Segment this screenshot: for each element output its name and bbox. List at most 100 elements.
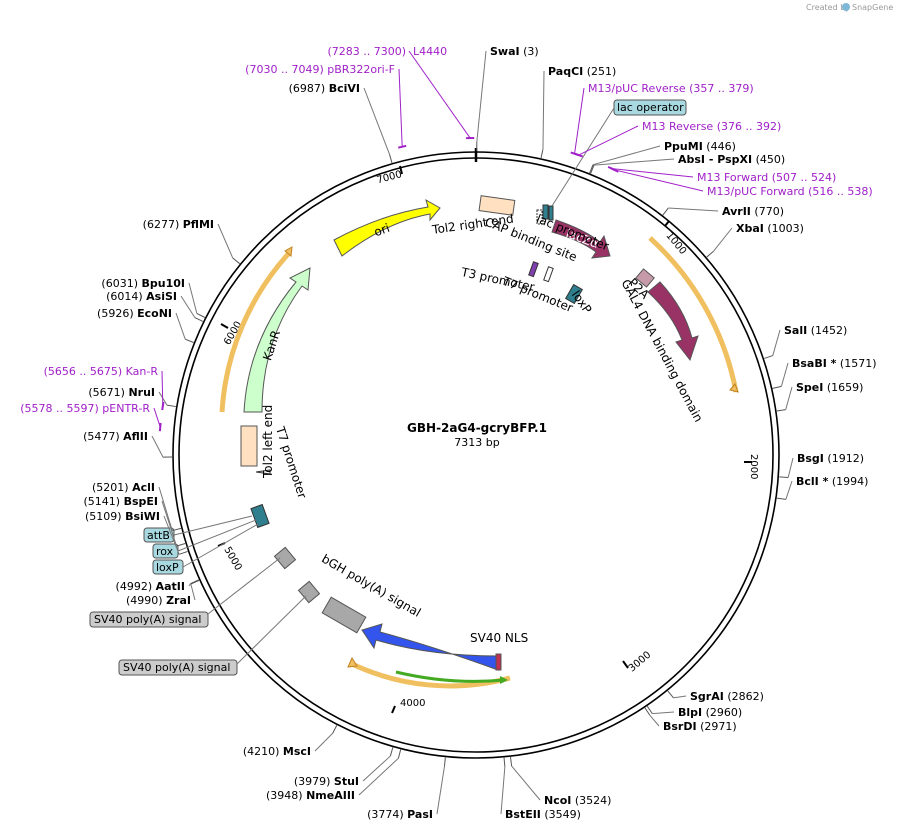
enzyme-sites: SwaI (3)PaqCI (251)PpuMI (446)AbsI - Psp… [83,45,876,821]
primer-kan-r[interactable]: (5656 .. 5675) Kan-R [44,365,165,411]
attb-box[interactable]: attB [143,515,253,543]
primer-label: M13 Forward (507 .. 524) [697,171,836,184]
bgh-polya-feature[interactable] [321,596,367,634]
sv40-polya-feature-2[interactable] [297,580,321,604]
enzyme-site-msci[interactable]: (4210) MscI [243,725,338,758]
kanr-feature[interactable] [243,267,311,413]
primer-m13-puc-reverse[interactable]: M13/pUC Reverse (357 .. 379) [570,82,754,156]
enzyme-name: BsrDI [663,720,697,733]
sv40-polya-box-1[interactable]: SV40 poly(A) signal [89,557,281,628]
enzyme-leader-line [158,486,173,531]
tol2-left-end-feature[interactable] [240,425,258,467]
enzyme-site-tick [332,725,338,734]
primer-m13-forward[interactable]: M13 Forward (507 .. 524) [607,165,836,184]
t7-promoter-top-feature[interactable] [543,266,554,283]
t3-promoter-feature[interactable] [528,261,539,278]
enzyme-site-bsiwi[interactable]: (5109) BsiWI [85,510,188,555]
sv40-nls-feature[interactable] [495,653,502,671]
enzyme-name: BsaBI * [792,357,837,370]
enzyme-site-ppumi[interactable]: PpuMI (446) [589,140,736,174]
enzyme-position: (4990) [126,594,166,607]
enzyme-site-pasi[interactable]: (3774) PasI [367,757,446,821]
svg-text:3000: 3000 [627,650,654,675]
tagbfp-green-arrowhead [500,676,508,684]
enzyme-position: (5926) [97,307,137,320]
sv40-polya-feature-1[interactable] [273,546,297,570]
enzyme-site-xbai[interactable]: XbaI (1003) [706,222,804,258]
enzyme-position: (450) [752,153,785,166]
cap-binding-site-feature[interactable] [542,204,549,220]
enzyme-site-bsgi[interactable]: BsgI (1912) [779,452,864,479]
enzyme-site-nmeaiii[interactable]: (3948) NmeAIII [266,749,402,802]
lacz-alpha-feature[interactable] [551,219,611,259]
enzyme-site-avrii[interactable]: AvrII (770) [662,205,784,218]
enzyme-site-bsabi[interactable]: BsaBI * (1571) [772,357,877,389]
attb-feature[interactable] [250,503,270,529]
enzyme-site-blpi[interactable]: BlpI (2960) [646,705,742,719]
enzyme-site-sgrai[interactable]: SgrAI (2862) [667,690,764,703]
enzyme-site-tick [190,579,200,585]
enzyme-site-bcli[interactable]: BclI * (1994) [776,475,869,500]
enzyme-site-acli[interactable]: (5201) AclI [92,481,182,532]
lac-operator-box[interactable]: lac operator [551,99,687,207]
enzyme-name: NcoI [544,794,571,807]
enzyme-site-econi[interactable]: (5926) EcoNI [97,307,194,343]
enzyme-site-bsrdi[interactable]: BsrDI (2971) [644,707,737,733]
highlight-kanr-arrowhead [284,246,293,257]
enzyme-position: (3549) [541,808,581,821]
enzyme-site-asisi[interactable]: (6014) AsiSI [106,290,204,322]
enzyme-site-pflmi[interactable]: (6277) PflMI [143,218,241,265]
enzyme-name: MscI [283,745,311,758]
enzyme-name: SgrAI [690,690,724,703]
enzyme-site-absi-pspxi[interactable]: AbsI - PspXI (450) [590,153,786,174]
lac-operator-feature[interactable] [548,205,554,221]
enzyme-site-ncoi[interactable]: NcoI (3524) [510,756,612,807]
enzyme-site-nrui[interactable]: (5671) NruI [88,386,176,408]
primer-m13-reverse[interactable]: M13 Reverse (376 .. 392) [574,120,781,158]
rox-box[interactable]: rox [152,519,257,559]
enzyme-label: (4210) MscI [243,745,311,758]
enzyme-site-sali[interactable]: SalI (1452) [764,324,847,359]
loxp-feature[interactable] [564,283,584,305]
enzyme-site-bspei[interactable]: (5141) BspEI [84,495,186,547]
tol2-right-end-feature[interactable] [478,195,516,216]
sv40-polya-box-2[interactable]: SV40 poly(A) signal [118,595,307,676]
enzyme-site-aatii[interactable]: (4992) AatII [116,579,200,593]
p2a-feature[interactable] [635,268,655,288]
primer-m13-puc-forward[interactable]: M13/pUC Forward (516 .. 538) [610,167,873,198]
tagbfp-feature[interactable] [361,623,499,671]
enzyme-label: (3774) PasI [367,808,433,821]
gal4-dna-binding-domain-feature[interactable] [647,281,699,362]
t7-promoter-left-feature[interactable] [255,469,271,475]
enzyme-site-aflii[interactable]: (5477) AflII [83,430,173,458]
primer-leader-line [578,125,639,156]
lac-promoter-feature[interactable] [536,209,543,225]
enzyme-site-bcivi[interactable]: (6987) BciVI [289,82,393,163]
plasmid-name: GBH-2aG4-gcryBFP.1 [407,421,547,435]
enzyme-site-bpu10i[interactable]: (6031) Bpu10I [101,277,206,318]
enzyme-label: (5201) AclI [92,481,155,494]
primer-l4440[interactable]: L4440(7283 .. 7300) [327,45,475,140]
enzyme-leader-line [542,70,545,150]
enzyme-site-stui[interactable]: (3979) StuI [294,747,394,788]
ori-feature[interactable] [333,198,441,257]
enzyme-label: (6277) PflMI [143,218,214,231]
enzyme-site-bsteii[interactable]: BstEII (3549) [500,757,581,821]
primer-leader-line [161,370,164,406]
enzyme-site-zrai[interactable]: (4990) ZraI [126,579,200,607]
primer-pbr322ori-f[interactable]: (7030 .. 7049) pBR322ori-F [245,63,407,149]
ruler-tick-2000: 2000 [744,454,759,479]
primer-label: L4440 [413,45,447,58]
enzyme-label: SpeI (1659) [796,381,863,394]
lac-operator-box-text: lac operator [617,101,684,114]
enzyme-position: (5477) [83,430,123,443]
enzyme-site-swai[interactable]: SwaI (3) [476,45,539,152]
enzyme-position: (6987) [289,82,329,95]
primer-pentr-r[interactable]: (5578 .. 5597) pENTR-R [20,402,162,432]
enzyme-site-spei[interactable]: SpeI (1659) [776,381,864,412]
loxp-box-text: loxP [156,561,179,574]
enzyme-site-paqci[interactable]: PaqCI (251) [540,65,616,159]
enzyme-name: AsiSI [146,290,177,303]
loxp-box[interactable]: loxP [152,523,259,575]
enzyme-leader-line [772,329,781,356]
